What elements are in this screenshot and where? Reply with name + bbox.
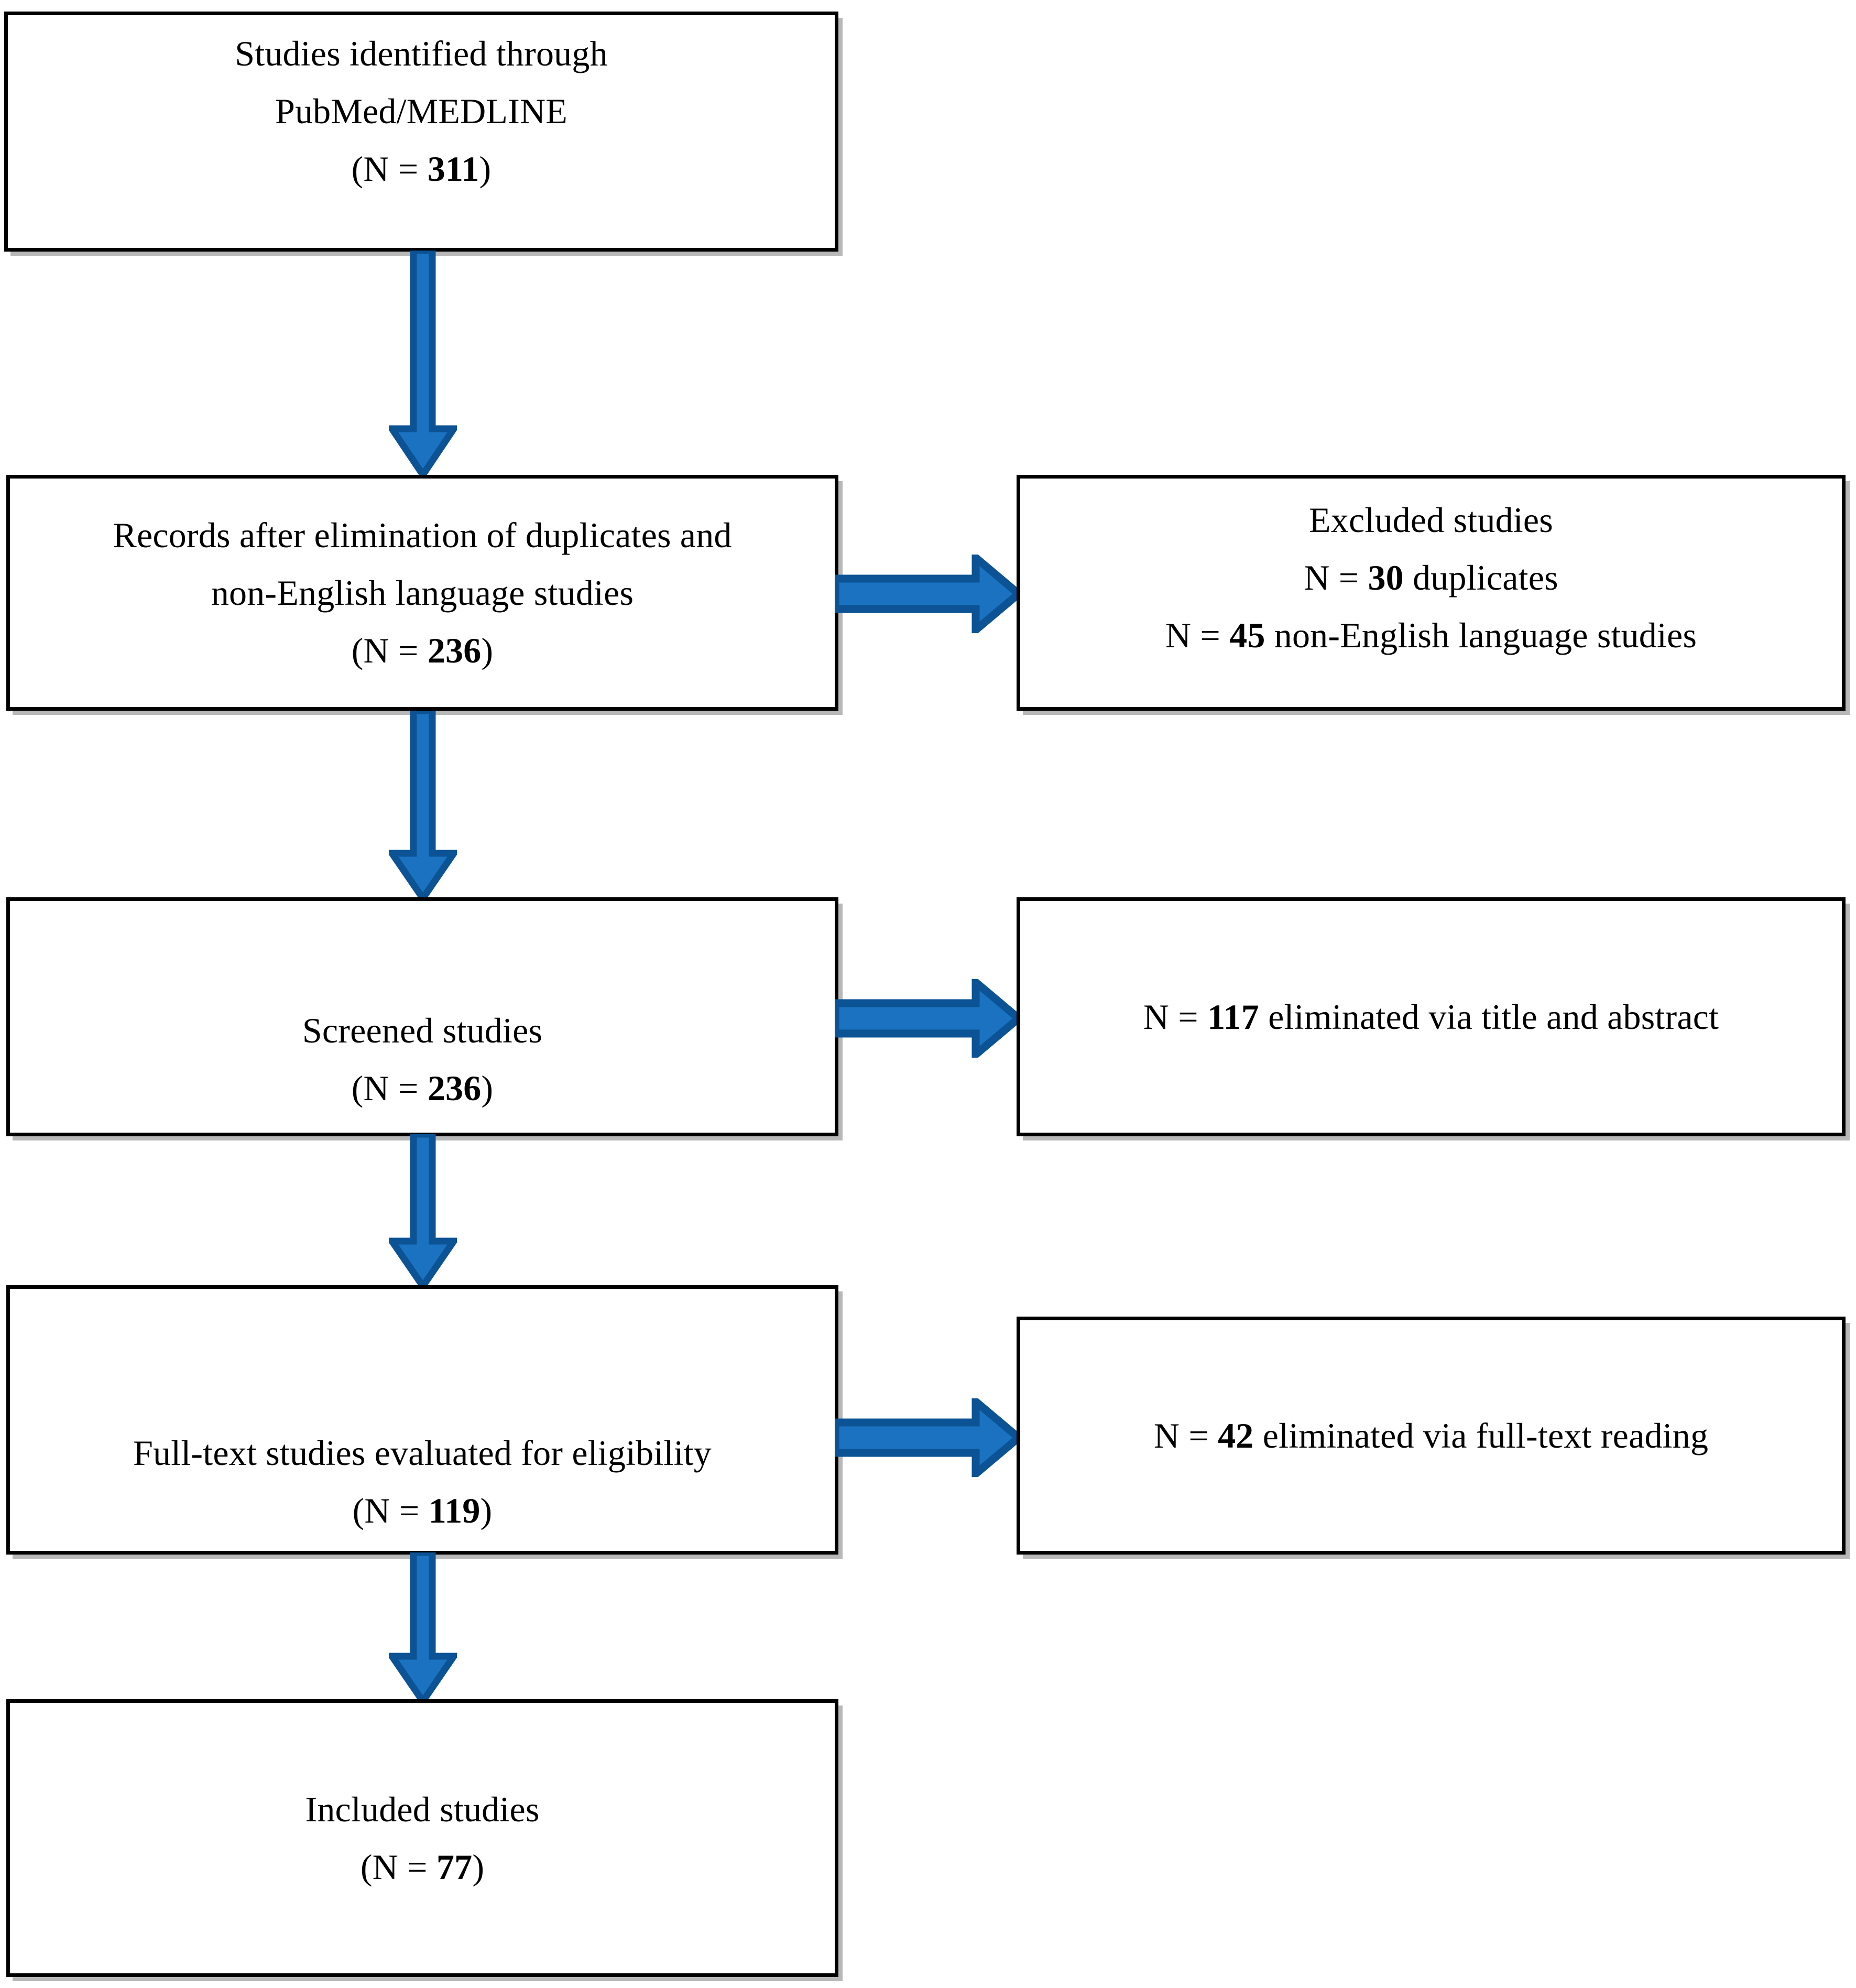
node-line: N = 45 non-English language studies <box>1165 615 1697 656</box>
node-line: N = 30 duplicates <box>1304 558 1558 598</box>
node-count: (N = 236) <box>351 631 494 671</box>
arrow-down-identified-to-records <box>389 251 457 476</box>
count-value: 119 <box>428 1490 481 1530</box>
count-value: 117 <box>1207 996 1259 1037</box>
count-value: 77 <box>436 1847 473 1887</box>
count-value: 45 <box>1229 615 1265 656</box>
arrow-down-fulltext-to-included <box>389 1552 457 1702</box>
count-value: 30 <box>1368 558 1404 598</box>
node-line: N = 117 eliminated via title and abstrac… <box>1143 996 1719 1037</box>
node-records-after-duplicates: Records after elimination of duplicates … <box>6 475 838 711</box>
arrow-right-fulltext-to-excluded-fulltext <box>835 1398 1021 1477</box>
node-count: (N = 77) <box>360 1847 485 1887</box>
node-count: (N = 311) <box>351 149 492 189</box>
node-line: Records after elimination of duplicates … <box>113 515 732 555</box>
count-value: 42 <box>1218 1415 1254 1455</box>
node-studies-identified: Studies identified through PubMed/MEDLIN… <box>4 12 838 252</box>
node-screened-studies: Screened studies (N = 236) <box>6 897 838 1136</box>
arrow-right-records-to-excluded <box>835 555 1021 633</box>
node-excluded-studies: Excluded studies N = 30 duplicates N = 4… <box>1017 475 1846 711</box>
node-line: PubMed/MEDLINE <box>275 91 568 132</box>
count-value: 236 <box>427 1068 482 1108</box>
node-count: (N = 119) <box>352 1490 493 1530</box>
count-value: 236 <box>427 631 482 671</box>
count-value: 311 <box>427 149 479 189</box>
arrow-down-records-to-screened <box>389 711 457 899</box>
node-line: Included studies <box>305 1789 540 1829</box>
node-line: Screened studies <box>302 1010 543 1050</box>
arrow-right-screened-to-excluded-title <box>835 979 1021 1058</box>
node-count: (N = 236) <box>351 1068 494 1108</box>
node-line: Studies identified through <box>235 34 608 73</box>
node-included-studies: Included studies (N = 77) <box>6 1699 838 1977</box>
node-fulltext-studies: Full-text studies evaluated for eligibil… <box>6 1285 838 1555</box>
node-excluded-fulltext-reading: N = 42 eliminated via full-text reading <box>1017 1317 1846 1555</box>
node-line: Excluded studies <box>1309 500 1553 540</box>
arrow-down-screened-to-fulltext <box>389 1134 457 1287</box>
node-line: N = 42 eliminated via full-text reading <box>1153 1415 1709 1455</box>
node-excluded-title-abstract: N = 117 eliminated via title and abstrac… <box>1017 897 1846 1136</box>
node-line: Full-text studies evaluated for eligibil… <box>133 1432 712 1473</box>
node-line: non-English language studies <box>211 572 634 613</box>
